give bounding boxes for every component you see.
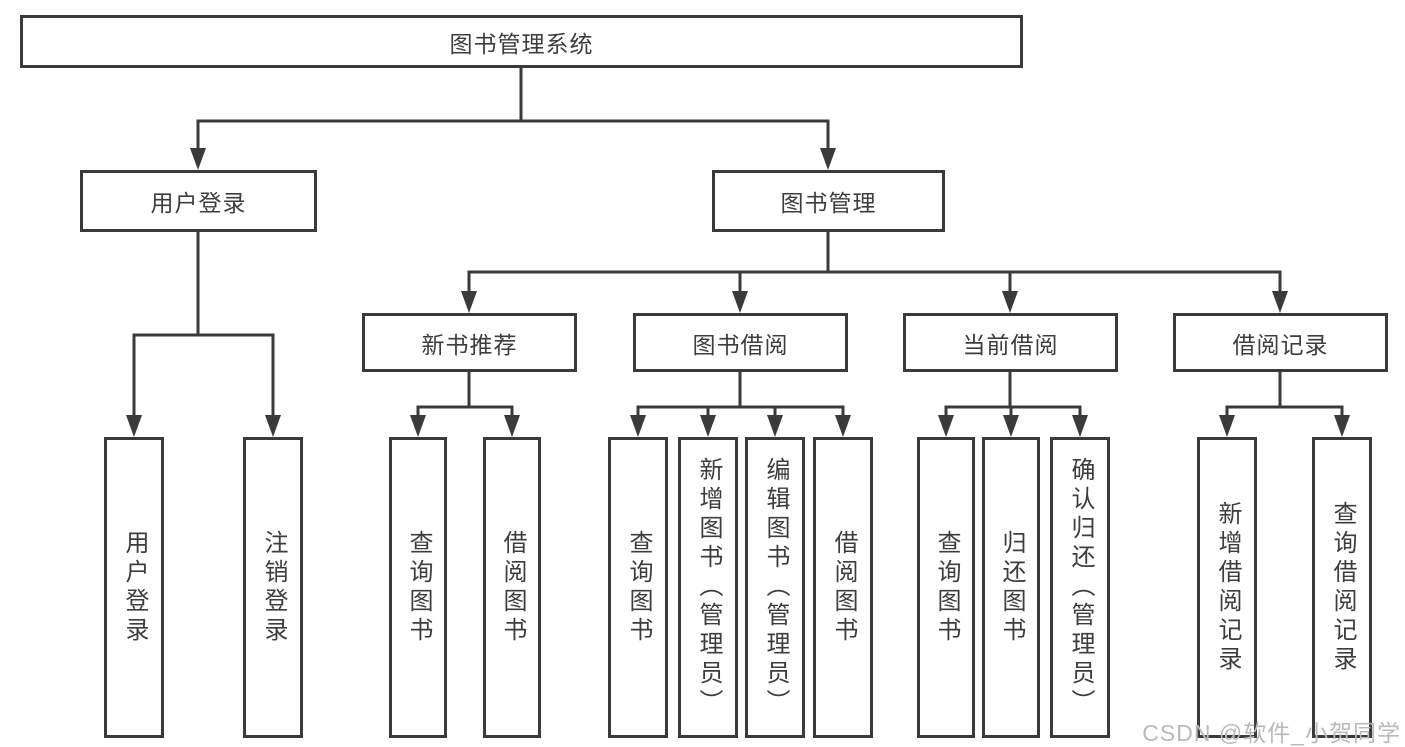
leaf-label: 查询图书: [405, 529, 432, 646]
leaf-query-books-recommend: 查询图书: [389, 437, 447, 738]
node-label: 图书借阅: [692, 331, 789, 358]
node-new-book-recommend: 新书推荐: [362, 313, 577, 372]
node-user-login: 用户登录: [80, 170, 317, 232]
leaf-label: 查询图书: [625, 529, 652, 646]
leaf-user-login: 用户登录: [104, 437, 164, 738]
node-book-borrowing: 图书借阅: [633, 313, 848, 372]
leaf-label: 新增图书（管理员）: [695, 457, 722, 718]
node-current-borrowing: 当前借阅: [903, 313, 1118, 372]
node-label: 新书推荐: [421, 331, 518, 358]
leaf-query-borrow-record: 查询借阅记录: [1312, 437, 1372, 738]
node-borrowing-records: 借阅记录: [1173, 313, 1388, 372]
leaf-return-books: 归还图书: [982, 437, 1040, 738]
leaf-query-books-borrow: 查询图书: [608, 437, 668, 738]
leaf-label: 编辑图书（管理员）: [762, 457, 789, 718]
leaf-label: 确认归还（管理员）: [1067, 457, 1094, 718]
leaf-label: 新增借阅记录: [1214, 500, 1241, 675]
node-library-management-system: 图书管理系统: [20, 15, 1023, 68]
leaf-query-books-current: 查询图书: [917, 437, 975, 738]
leaf-label: 注销登录: [260, 529, 287, 646]
leaf-confirm-return-admin: 确认归还（管理员）: [1050, 437, 1110, 738]
csdn-watermark: CSDN @软件_小贺同学: [1142, 720, 1401, 746]
node-label: 借阅记录: [1232, 331, 1329, 358]
leaf-label: 用户登录: [121, 529, 148, 646]
leaf-label: 借阅图书: [830, 529, 857, 646]
leaf-add-borrow-record: 新增借阅记录: [1197, 437, 1257, 738]
leaf-label: 查询借阅记录: [1329, 500, 1356, 675]
node-label: 用户登录: [150, 190, 247, 216]
node-label: 当前借阅: [962, 331, 1059, 358]
leaf-label: 借阅图书: [499, 529, 526, 646]
leaf-borrow-books: 借阅图书: [813, 437, 873, 738]
leaf-label: 归还图书: [998, 529, 1025, 646]
leaf-edit-books-admin: 编辑图书（管理员）: [745, 437, 805, 738]
node-book-management: 图书管理: [712, 170, 945, 232]
leaf-add-books-admin: 新增图书（管理员）: [678, 437, 738, 738]
node-label: 图书管理: [780, 190, 877, 216]
leaf-label: 查询图书: [933, 529, 960, 646]
leaf-borrow-books-recommend: 借阅图书: [483, 437, 541, 738]
node-label: 图书管理系统: [449, 30, 594, 57]
leaf-logout: 注销登录: [243, 437, 303, 738]
